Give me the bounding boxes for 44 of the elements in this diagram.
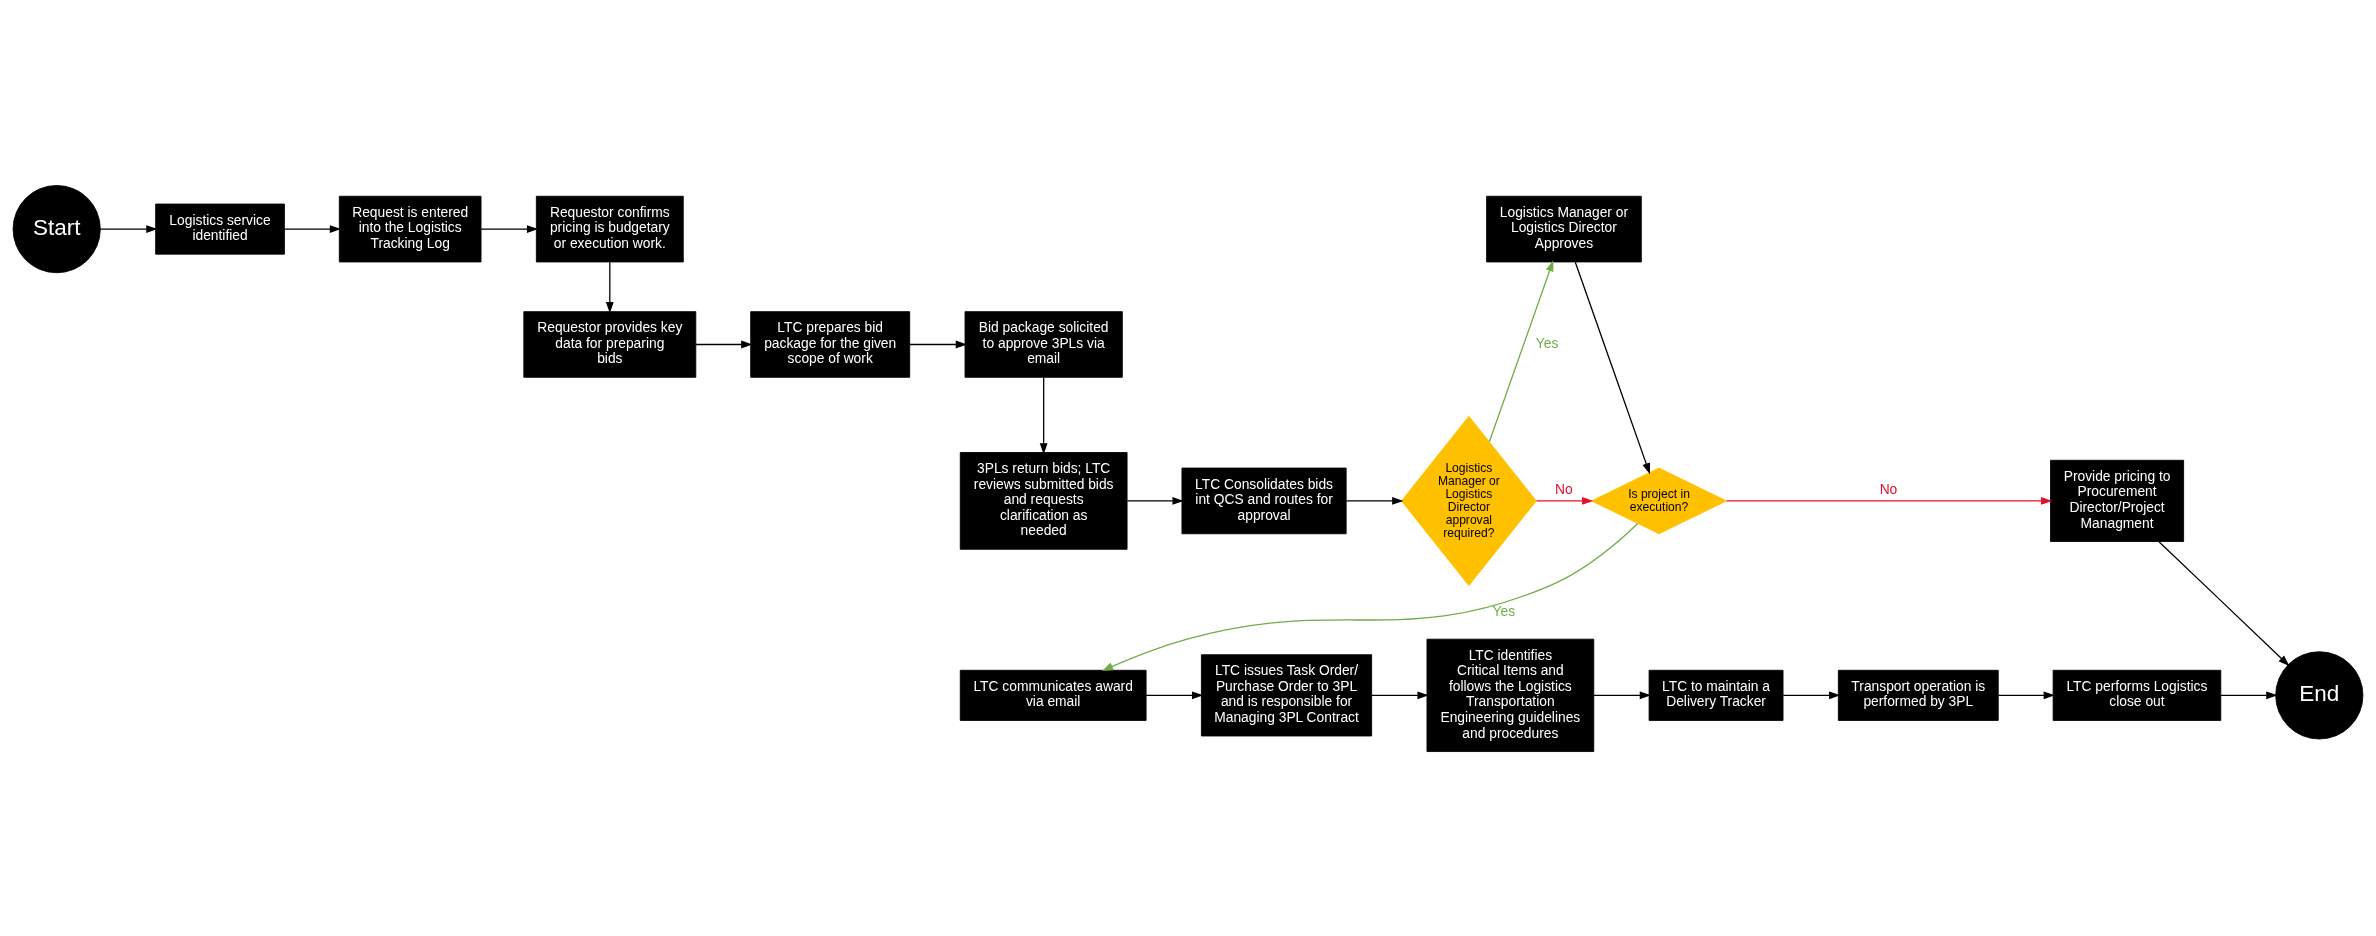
edge-label: No bbox=[1555, 480, 1573, 497]
node-box: Request is entered into the Logistics Tracking Log bbox=[338, 195, 482, 262]
arrow bbox=[1725, 496, 2053, 505]
node-box: LTC performs Logistics close out bbox=[2052, 669, 2222, 721]
arrow bbox=[284, 224, 342, 233]
arrow bbox=[1371, 690, 1429, 699]
arrow bbox=[1535, 496, 1594, 505]
arrow bbox=[1593, 690, 1651, 699]
edge-label: Yes bbox=[1492, 602, 1516, 619]
arrow bbox=[695, 340, 753, 348]
node-diamond: Is project in execution? bbox=[1591, 467, 1727, 534]
node-box: LTC issues Task Order/ Purchase Order to 3PL and is responsible for Managing 3PL Contract bbox=[1200, 653, 1373, 736]
arrow bbox=[2220, 690, 2278, 699]
arrow bbox=[1126, 496, 1184, 505]
arrow bbox=[1997, 690, 2055, 699]
node-box: 3PLs return bids; LTC reviews submitted bids and requests clarification as needed bbox=[959, 451, 1128, 550]
node-box: Logistics service identified bbox=[155, 203, 285, 255]
arrow bbox=[99, 224, 158, 233]
edge-label: Yes bbox=[1535, 334, 1559, 351]
node-box: Requestor confirms pricing is budgetary or execution work. bbox=[535, 195, 684, 262]
arrow bbox=[1574, 260, 1650, 474]
node-box: LTC Consolidates bids int QCS and routes for approval bbox=[1181, 467, 1347, 534]
arrow bbox=[480, 224, 539, 233]
node-box: LTC communicates award via email bbox=[959, 669, 1147, 721]
arrow bbox=[1782, 690, 1841, 699]
edge-label: No bbox=[1879, 480, 1898, 497]
node-box: Logistics Manager or Logistics Director Approves bbox=[1486, 195, 1642, 262]
node-box: LTC identifies Critical Items and follows the Logistics Transportation Engineering guidelines and procedures bbox=[1426, 638, 1595, 752]
node-box: LTC to maintain a Delivery Tracker bbox=[1648, 669, 1784, 721]
arrow bbox=[1145, 690, 1204, 699]
arrow bbox=[909, 340, 967, 348]
node-box: Provide pricing to Procurement Director/Project Managment bbox=[2050, 459, 2185, 542]
node-box: Bid package solicited to approve 3PLs via email bbox=[964, 310, 1123, 378]
node-diamond: Logistics Manager or Logistics Director approval required? bbox=[1401, 415, 1537, 586]
arrow bbox=[1101, 522, 1639, 671]
node-box: Transport operation is performed by 3PL bbox=[1837, 669, 1999, 721]
node-box: Requestor provides key data for preparing bids bbox=[523, 310, 697, 378]
arrow bbox=[1488, 259, 1554, 442]
arrow bbox=[2158, 540, 2290, 666]
arrow bbox=[605, 261, 614, 313]
arrow bbox=[1039, 376, 1048, 454]
node-box: LTC prepares bid package for the given scope of work bbox=[750, 310, 911, 378]
node-circle: Start bbox=[12, 184, 101, 273]
arrow bbox=[1345, 496, 1404, 505]
